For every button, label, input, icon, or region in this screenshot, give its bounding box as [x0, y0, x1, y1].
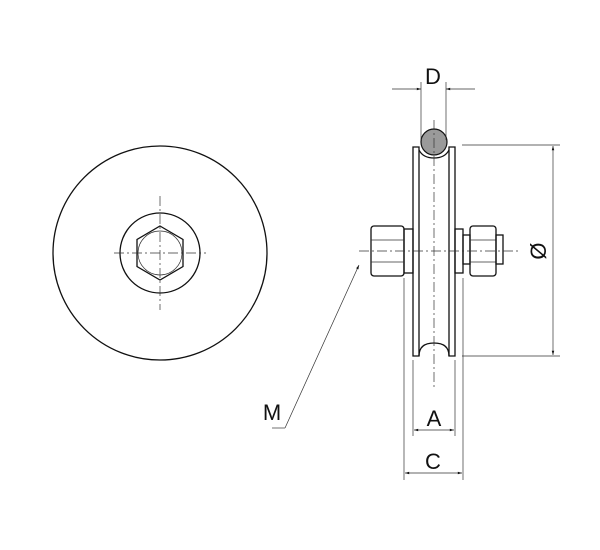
dimension-d-label: D	[425, 64, 441, 89]
wheel-outline	[52, 145, 268, 361]
front-view	[52, 145, 268, 361]
dimension-c-label: C	[425, 449, 441, 474]
bolt-end	[495, 234, 504, 265]
callout-m: M	[263, 264, 360, 429]
callout-m-label: M	[263, 400, 281, 425]
shaft	[462, 234, 471, 265]
dimension-diameter-label: Ø	[526, 242, 551, 259]
hex-nut-icon	[136, 225, 184, 281]
dimension-d: D	[392, 64, 475, 140]
dimension-a-label: A	[427, 406, 442, 431]
dimension-a: A	[412, 360, 456, 436]
left-flange	[412, 146, 420, 357]
dimension-diameter: Ø	[462, 144, 560, 357]
dimension-c: C	[403, 278, 464, 480]
right-flange	[448, 146, 456, 357]
side-view	[359, 120, 520, 390]
